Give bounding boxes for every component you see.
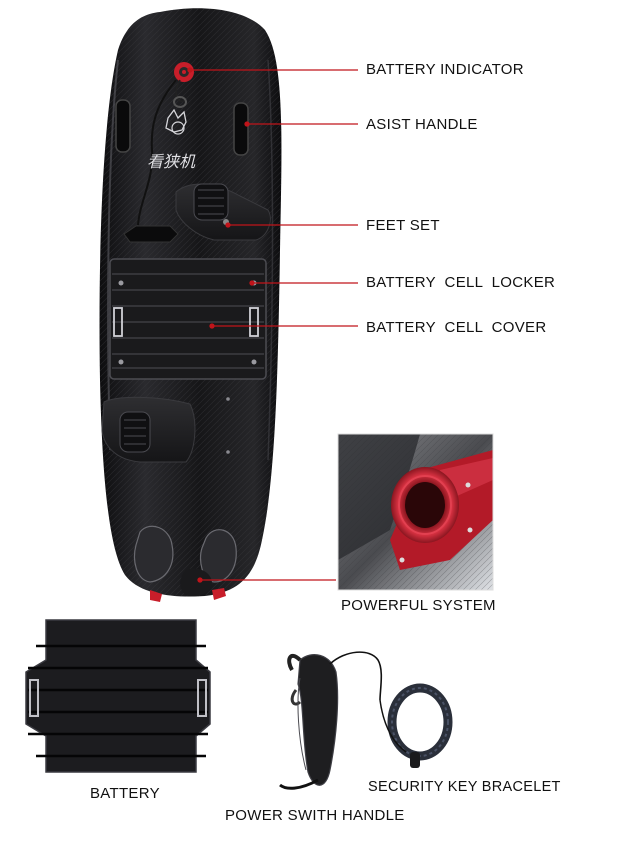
label-battery-cell-cover: BATTERY CELL COVER bbox=[366, 319, 547, 336]
battery-cell-cover bbox=[109, 258, 267, 380]
battery-indicator bbox=[174, 62, 194, 82]
jetboard: 看狭机 bbox=[99, 8, 282, 602]
label-battery-indicator: BATTERY INDICATOR bbox=[366, 61, 524, 78]
feet-set-rear bbox=[101, 396, 196, 463]
powerful-system-photo bbox=[337, 433, 494, 591]
battery-cell-locker bbox=[118, 280, 124, 286]
brand-logo bbox=[165, 108, 187, 135]
label-feet-set: FEET SET bbox=[366, 217, 440, 234]
battery-pack bbox=[25, 619, 211, 773]
label-battery: BATTERY bbox=[90, 785, 160, 802]
label-powerful-system: POWERFUL SYSTEM bbox=[341, 597, 496, 614]
assist-handle-left bbox=[115, 99, 131, 153]
power-switch-handle bbox=[279, 651, 383, 790]
feet-set-front bbox=[175, 183, 271, 241]
label-assist-handle: ASIST HANDLE bbox=[366, 116, 478, 133]
board-tail bbox=[133, 525, 237, 602]
board-logo-text: 看狭机 bbox=[147, 152, 196, 171]
label-battery-cell-locker: BATTERY CELL LOCKER bbox=[366, 274, 556, 291]
assist-handle-right bbox=[233, 102, 249, 156]
callout-lines bbox=[187, 67, 358, 583]
label-security-key-bracelet: SECURITY KEY BRACELET bbox=[368, 779, 561, 795]
security-key-bracelet bbox=[379, 683, 453, 768]
label-power-switch-handle: POWER SWITH HANDLE bbox=[225, 807, 405, 824]
